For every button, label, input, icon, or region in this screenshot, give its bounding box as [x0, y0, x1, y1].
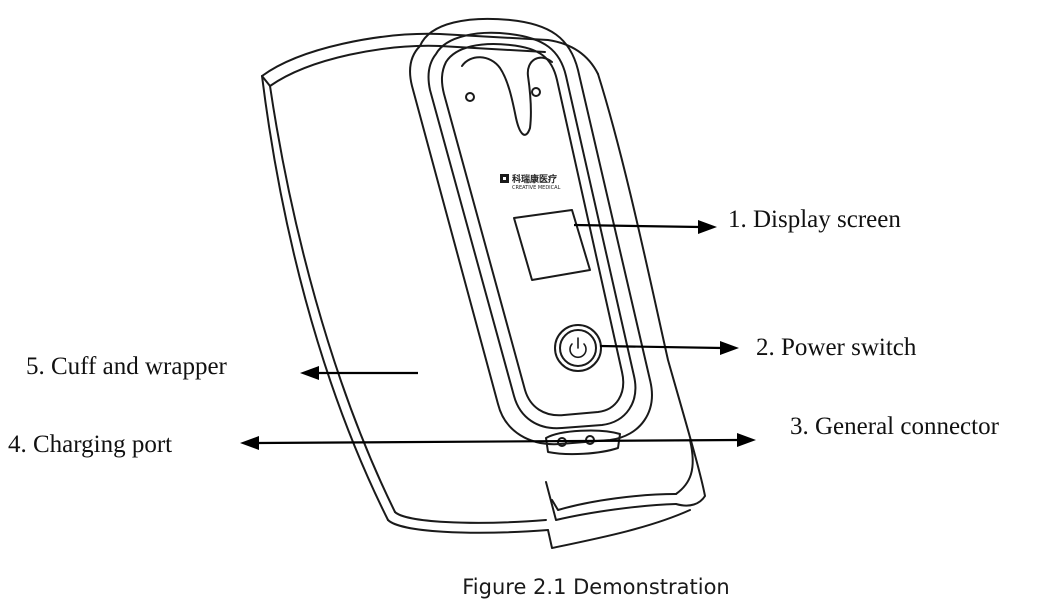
- brand-name: 科瑞康医疗: [512, 173, 557, 185]
- power-button[interactable]: [554, 324, 602, 372]
- arrow-power-switch: [599, 341, 739, 355]
- label-charging-port: 4. Charging port: [8, 431, 172, 458]
- label-display-screen: 1. Display screen: [728, 206, 901, 233]
- label-cuff-wrapper: 5. Cuff and wrapper: [26, 353, 228, 380]
- brand-subtitle: CREATIVE MEDICAL: [512, 185, 561, 191]
- arrow-display-screen: [573, 220, 717, 234]
- brand-logo: 科瑞康医疗 CREATIVE MEDICAL: [500, 173, 561, 191]
- label-general-connector: 3. General connector: [790, 413, 1000, 440]
- arrow-connector-charging: [240, 433, 756, 450]
- display-screen: [513, 209, 591, 281]
- arrow-cuff-wrapper: [300, 366, 418, 380]
- cuff-and-wrapper: [261, 32, 706, 549]
- label-power-switch: 2. Power switch: [756, 334, 917, 361]
- power-icon: [569, 337, 587, 359]
- figure-caption: Figure 2.1 Demonstration: [462, 575, 729, 599]
- device-housing: [409, 17, 653, 446]
